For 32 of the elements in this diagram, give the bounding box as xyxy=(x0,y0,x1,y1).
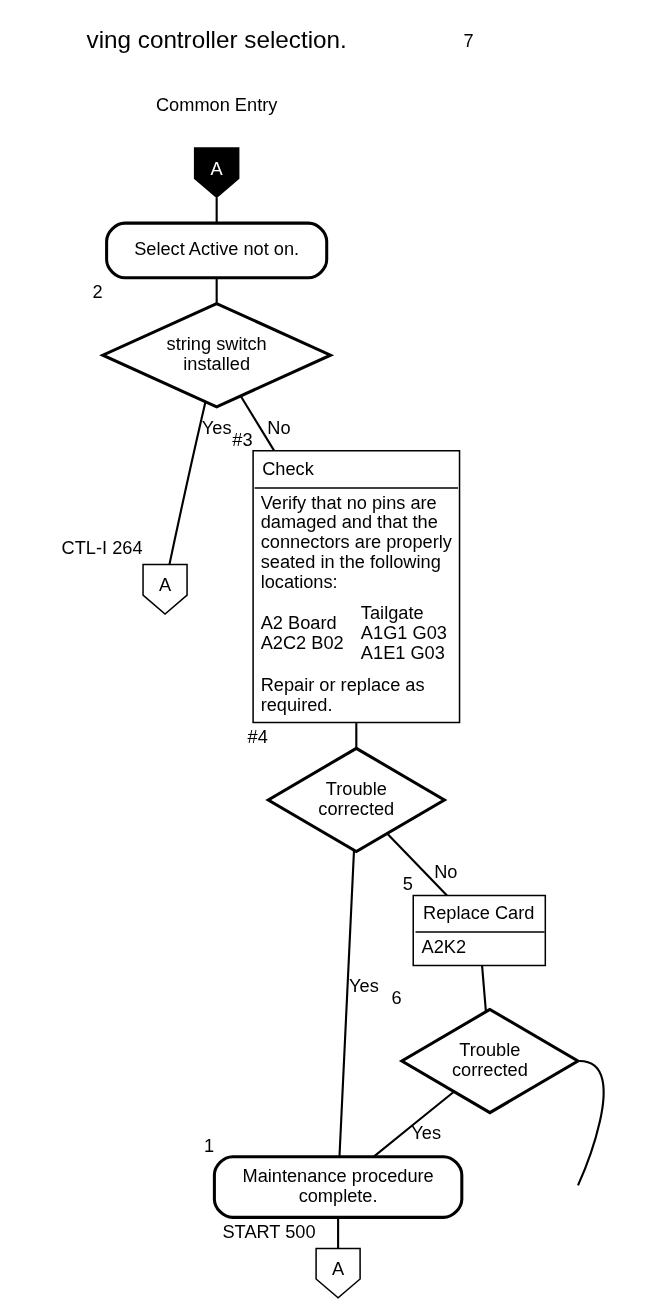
node-box: Select Active not on. xyxy=(104,221,328,280)
label: 7 xyxy=(463,31,474,52)
connector xyxy=(336,1217,339,1249)
connector xyxy=(576,1060,605,1186)
node-label: 6 xyxy=(390,988,402,1009)
connector xyxy=(215,197,218,223)
node-label: #3 xyxy=(231,429,253,450)
node-box: Maintenance procedure complete. xyxy=(212,1155,463,1219)
label: ving controller selection. xyxy=(86,26,347,54)
connector xyxy=(354,723,357,749)
node-label: CTL-I 264 xyxy=(61,538,143,559)
node-diamond: Trouble corrected xyxy=(398,1007,581,1115)
node-label: 5 xyxy=(402,874,413,895)
node-label: #4 xyxy=(247,727,268,748)
connector xyxy=(239,395,275,452)
connector xyxy=(167,401,206,565)
connector xyxy=(215,278,218,304)
edge-label: No xyxy=(433,862,458,883)
node-diamond: Trouble corrected xyxy=(264,746,447,854)
node-diamond: string switch installed xyxy=(98,301,334,409)
connector xyxy=(386,832,448,897)
edge-label: No xyxy=(266,417,291,438)
connector xyxy=(480,965,487,1012)
node-label: Common Entry xyxy=(155,94,277,115)
node-label: 2 xyxy=(91,282,103,303)
edge-label: Yes xyxy=(348,976,379,997)
connector xyxy=(372,1090,455,1158)
node-label: START 500 xyxy=(221,1222,316,1243)
node-label: 1 xyxy=(203,1135,214,1156)
connector xyxy=(337,850,355,1157)
edge-label: Yes xyxy=(410,1123,441,1144)
edge-label: Yes xyxy=(201,417,232,438)
